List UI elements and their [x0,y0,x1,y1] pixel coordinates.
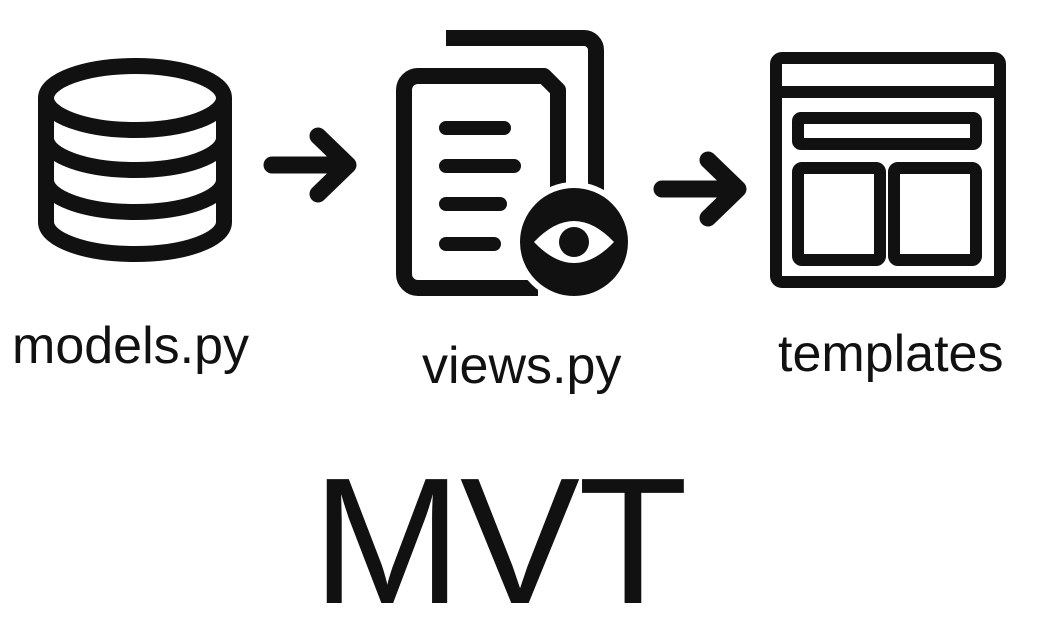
node-label-views: views.py [422,337,622,395]
diagram-title: MVT [312,441,688,642]
arrow-right-icon [653,151,747,227]
node-label-templates: templates [778,325,1004,383]
document-eye-icon [396,30,634,302]
database-icon [38,58,232,262]
arrow-right-icon [263,127,357,203]
layout-template-icon [770,52,1006,288]
node-label-models: models.py [12,317,249,375]
